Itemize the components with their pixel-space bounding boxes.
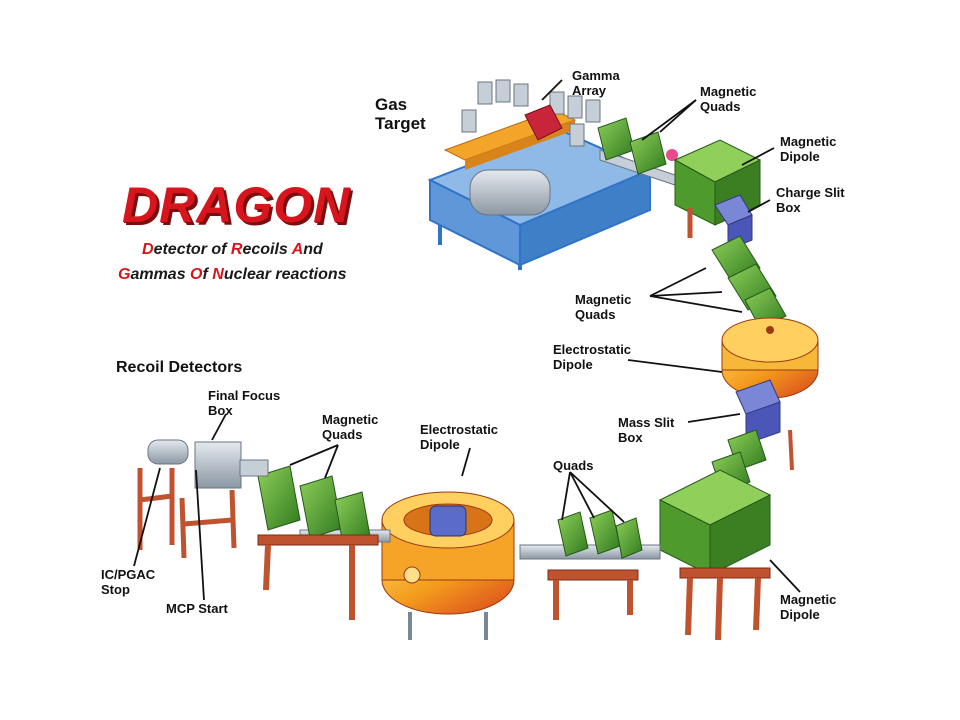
label-recoil-detectors: Recoil Detectors <box>116 359 243 376</box>
label-magnetic-dipole-bottom: Magnetic Dipole <box>780 592 837 622</box>
electrostatic-dipole-center <box>381 491 515 640</box>
electrostatic-dipole-right <box>721 317 819 399</box>
subtitle-text: f <box>202 266 213 283</box>
magnetic-quads-left <box>257 465 391 620</box>
charge-slit-box <box>714 194 753 251</box>
subtitle-cap: N <box>212 266 224 283</box>
label-mcp-start: MCP Start <box>166 601 228 616</box>
label-charge-slit-box: Charge Slit Box <box>776 185 845 215</box>
subtitle-cap: R <box>230 241 243 258</box>
gas-target-assembly <box>427 79 691 270</box>
subtitle-text: ammas <box>130 266 191 283</box>
label-electrostatic-dipole-right: Electrostatic Dipole <box>553 342 632 372</box>
subtitle-text: nd <box>303 241 323 258</box>
quads-center <box>519 509 661 620</box>
magnetic-quads-middle <box>711 235 787 329</box>
label-magnetic-quads-top: Magnetic Quads <box>700 84 757 114</box>
dragon-title: DRAGON <box>122 177 351 233</box>
label-final-focus-box: Final Focus Box <box>208 388 281 418</box>
label-magnetic-quads-left: Magnetic Quads <box>322 412 379 442</box>
subtitle-cap: G <box>118 266 131 283</box>
subtitle-cap: O <box>190 266 203 283</box>
label-quads: Quads <box>553 458 594 473</box>
label-mass-slit-box: Mass Slit Box <box>618 415 675 445</box>
label-ic-pgac-stop: IC/PGAC Stop <box>101 567 156 597</box>
subtitle-line-2: Gammas Of Nuclear reactions <box>118 266 347 284</box>
label-magnetic-dipole-top: Magnetic Dipole <box>780 134 837 164</box>
label-leader-lines <box>133 79 801 601</box>
subtitle-text: ecoils <box>242 241 292 258</box>
label-gas-target: Gas Target <box>375 95 426 133</box>
label-magnetic-quads-middle: Magnetic Quads <box>575 292 632 322</box>
subtitle-cap: A <box>291 241 304 258</box>
subtitle-text: uclear reactions <box>223 266 347 283</box>
subtitle-cap: D <box>142 241 154 258</box>
label-gamma-array: Gamma Array <box>572 68 620 98</box>
label-electrostatic-dipole-center: Electrostatic Dipole <box>420 422 499 452</box>
magnetic-dipole-bottom <box>658 469 772 641</box>
recoil-detector-stands <box>137 439 269 559</box>
subtitle-text: etector of <box>153 241 231 258</box>
magnetic-quads-top <box>597 117 678 175</box>
subtitle-line-1: Detector of Recoils And <box>142 241 323 259</box>
